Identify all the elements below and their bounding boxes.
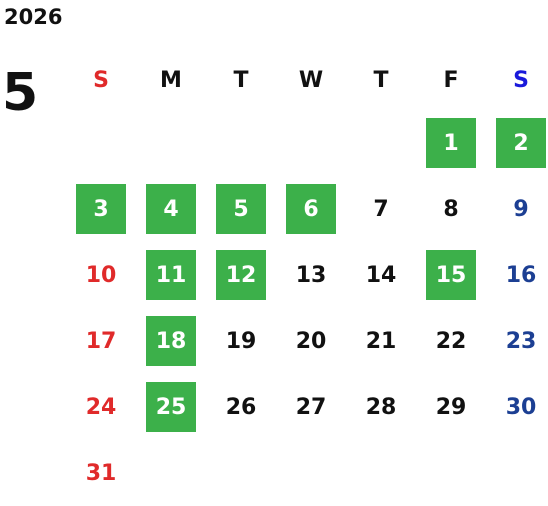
day-cell-9[interactable]: 9 (486, 176, 548, 242)
day-number: 28 (365, 394, 397, 420)
weekday-header-wed: W (298, 67, 324, 93)
day-number: 6 (286, 184, 336, 234)
day-cell-2[interactable]: 2 (486, 110, 548, 176)
day-cell-13[interactable]: 13 (276, 242, 346, 308)
day-number: 12 (216, 250, 266, 300)
day-cell-8[interactable]: 8 (416, 176, 486, 242)
day-cell-12[interactable]: 12 (206, 242, 276, 308)
day-number: 2 (496, 118, 546, 168)
month-label: 5 (2, 63, 39, 123)
day-cell-30[interactable]: 30 (486, 374, 548, 440)
day-number: 17 (85, 328, 117, 354)
day-cell-20[interactable]: 20 (276, 308, 346, 374)
day-cell-28[interactable]: 28 (346, 374, 416, 440)
day-cell-31[interactable]: 31 (66, 440, 136, 506)
day-cell-5[interactable]: 5 (206, 176, 276, 242)
day-cell-21[interactable]: 21 (346, 308, 416, 374)
day-number: 22 (435, 328, 467, 354)
day-number: 25 (146, 382, 196, 432)
day-cell-23[interactable]: 23 (486, 308, 548, 374)
weekday-header-mon: M (160, 67, 182, 93)
day-cell-11[interactable]: 11 (136, 242, 206, 308)
day-cell-26[interactable]: 26 (206, 374, 276, 440)
day-cell-6[interactable]: 6 (276, 176, 346, 242)
empty-cell (416, 440, 486, 506)
day-number: 16 (505, 262, 537, 288)
day-number: 1 (426, 118, 476, 168)
day-number: 9 (513, 196, 529, 222)
weekday-header-tue: T (233, 67, 249, 93)
day-cell-3[interactable]: 3 (66, 176, 136, 242)
empty-cell (206, 110, 276, 176)
day-number: 11 (146, 250, 196, 300)
day-number: 19 (225, 328, 257, 354)
day-number: 14 (365, 262, 397, 288)
day-cell-7[interactable]: 7 (346, 176, 416, 242)
empty-cell (136, 110, 206, 176)
day-number: 24 (85, 394, 117, 420)
day-number: 21 (365, 328, 397, 354)
day-number: 30 (505, 394, 537, 420)
day-number: 7 (373, 196, 389, 222)
empty-cell (276, 440, 346, 506)
empty-cell (486, 440, 548, 506)
day-cell-19[interactable]: 19 (206, 308, 276, 374)
day-cell-16[interactable]: 16 (486, 242, 548, 308)
empty-cell (346, 440, 416, 506)
day-cell-15[interactable]: 15 (416, 242, 486, 308)
day-number: 8 (443, 196, 459, 222)
weekday-header-sun: S (93, 67, 109, 93)
weekday-header-fri: F (443, 67, 459, 93)
empty-cell (276, 110, 346, 176)
day-number: 20 (295, 328, 327, 354)
day-cell-17[interactable]: 17 (66, 308, 136, 374)
day-number: 26 (225, 394, 257, 420)
day-cell-14[interactable]: 14 (346, 242, 416, 308)
day-cell-29[interactable]: 29 (416, 374, 486, 440)
empty-cell (346, 110, 416, 176)
day-number: 18 (146, 316, 196, 366)
day-number: 31 (85, 460, 117, 486)
year-label: 2026 (4, 5, 63, 29)
day-cell-10[interactable]: 10 (66, 242, 136, 308)
day-cell-24[interactable]: 24 (66, 374, 136, 440)
weekday-header-thu: T (373, 67, 389, 93)
day-number: 23 (505, 328, 537, 354)
empty-cell (66, 110, 136, 176)
day-cell-25[interactable]: 25 (136, 374, 206, 440)
empty-cell (136, 440, 206, 506)
day-cell-22[interactable]: 22 (416, 308, 486, 374)
day-number: 5 (216, 184, 266, 234)
weekday-header-sat: S (513, 67, 529, 93)
day-cell-4[interactable]: 4 (136, 176, 206, 242)
day-number: 13 (295, 262, 327, 288)
day-cell-1[interactable]: 1 (416, 110, 486, 176)
day-number: 3 (76, 184, 126, 234)
day-cell-18[interactable]: 18 (136, 308, 206, 374)
day-number: 29 (435, 394, 467, 420)
day-number: 4 (146, 184, 196, 234)
day-cell-27[interactable]: 27 (276, 374, 346, 440)
empty-cell (206, 440, 276, 506)
day-number: 15 (426, 250, 476, 300)
day-number: 10 (85, 262, 117, 288)
day-number: 27 (295, 394, 327, 420)
